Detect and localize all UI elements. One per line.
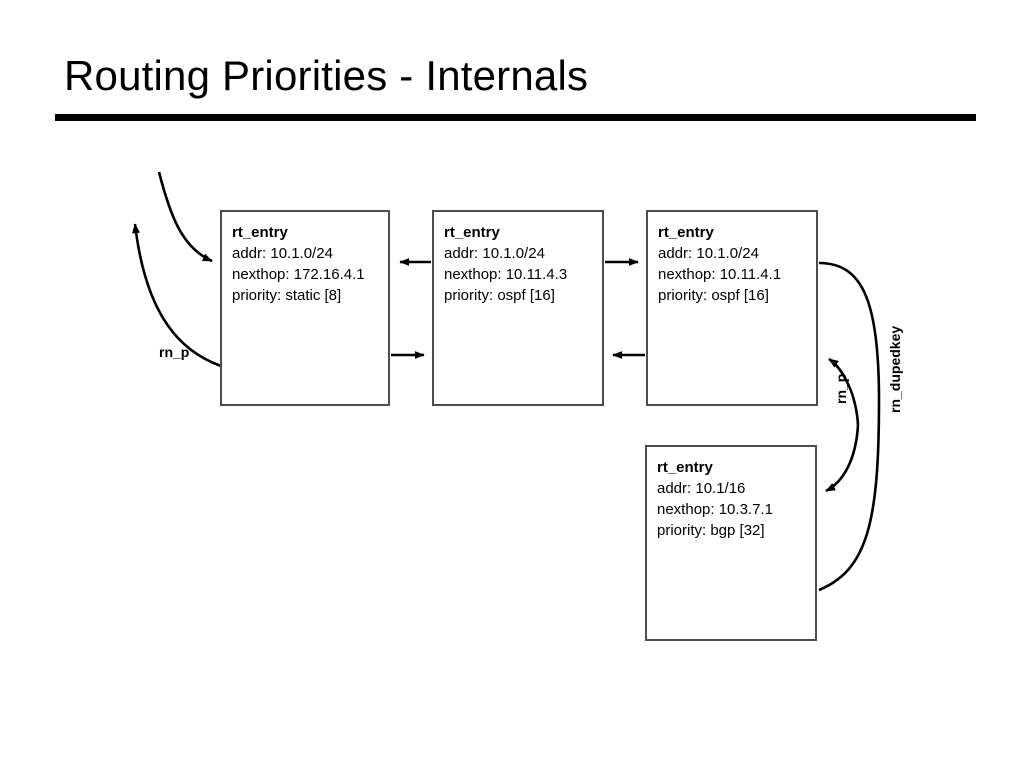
rt-entry-addr: addr: 10.1/16 [657,480,746,497]
rt-entry-title: rt_entry [444,224,500,241]
rt-entry-box-1[interactable]: rt_entry addr: 10.1.0/24 nexthop: 172.16… [220,210,390,406]
rt-entry-nexthop: nexthop: 172.16.4.1 [232,266,365,283]
rt-entry-priority: priority: ospf [16] [444,287,555,304]
rt-entry-title: rt_entry [232,224,288,241]
rt-entry-addr: addr: 10.1.0/24 [444,245,545,262]
rt-entry-priority: priority: bgp [32] [657,522,765,539]
edge-label-rn-p-right: rn_p [833,373,849,404]
rt-entry-box-2[interactable]: rt_entry addr: 10.1.0/24 nexthop: 10.11.… [432,210,604,406]
rt-entry-nexthop: nexthop: 10.11.4.1 [658,266,782,283]
rt-entry-priority: priority: static [8] [232,287,342,304]
rt-entry-box-4[interactable]: rt_entry addr: 10.1/16 nexthop: 10.3.7.1… [645,445,817,641]
page-title: Routing Priorities - Internals [64,52,589,99]
rt-entry-title: rt_entry [658,224,714,241]
rt-entry-priority: priority: ospf [16] [658,287,769,304]
rt-entry-addr: addr: 10.1.0/24 [232,245,333,262]
incoming-pointer-arrow [157,171,213,263]
rt-entry-title: rt_entry [657,459,713,476]
rn-dupedkey-curve [818,261,881,592]
rt-entry-addr: addr: 10.1.0/24 [658,245,759,262]
rt-entry-box-3[interactable]: rt_entry addr: 10.1.0/24 nexthop: 10.11.… [646,210,818,406]
edge-label-rn-p-left: rn_p [159,344,190,360]
rt-entry-nexthop: nexthop: 10.3.7.1 [657,501,773,518]
title-divider [55,114,976,121]
rt-entry-nexthop: nexthop: 10.11.4.3 [444,266,568,283]
edge-label-rn-dupedkey: rn_dupedkey [887,325,903,413]
rn-p-right-arrow-down [825,424,860,493]
